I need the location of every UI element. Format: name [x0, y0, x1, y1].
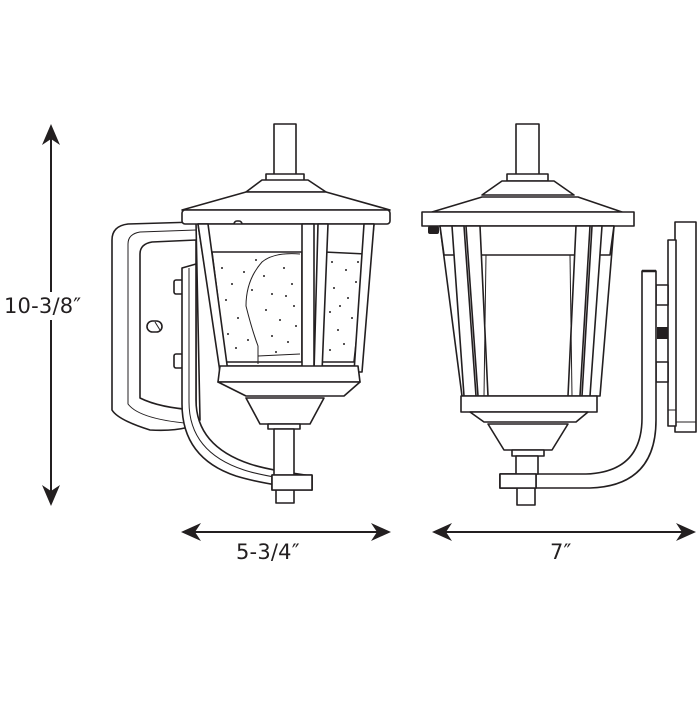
roof-rim [181, 209, 391, 225]
bulb-icon [245, 253, 301, 364]
bottom-stem [273, 428, 295, 476]
bottom-collar [511, 449, 545, 457]
side-view-lantern [111, 123, 391, 504]
arrow-down-icon [42, 485, 60, 506]
side-width-dimension-label: 5-3/4″ [236, 540, 300, 564]
front-width-dimension-label: 7″ [550, 540, 572, 564]
roof-cap [245, 179, 327, 193]
arrow-right-icon [676, 523, 696, 541]
thumb-screw-icon [428, 226, 439, 234]
set-screw-icon [657, 327, 668, 339]
bottom-taper [217, 381, 361, 397]
arrow-up-icon [42, 124, 60, 145]
roof [431, 196, 623, 213]
arm-bracket-front [499, 473, 537, 489]
bottom-stem [515, 455, 539, 475]
arm-bracket-front [271, 474, 313, 491]
top-stem [273, 123, 297, 177]
bottom-taper [469, 411, 589, 423]
height-dimension-label: 10-3/8″ [4, 292, 82, 320]
roof [181, 191, 391, 211]
stem-collar [506, 173, 549, 182]
arrow-right-icon [371, 523, 391, 541]
side-width-dimension-arrow [181, 523, 391, 541]
glass-seed-dots [221, 259, 359, 353]
bottom-finial [275, 489, 295, 504]
mount-knob [655, 284, 669, 306]
arrow-left-icon [181, 523, 201, 541]
bottom-cone [487, 423, 569, 451]
bottom-band [217, 365, 361, 383]
wall-plate-inner-profile [667, 239, 677, 427]
frame-post [353, 223, 375, 373]
frame-post [301, 223, 315, 373]
bottom-cone [245, 397, 325, 425]
screw-icon [146, 320, 163, 333]
mount-knob [655, 361, 669, 383]
roof-cap [481, 180, 575, 196]
front-view-lantern [421, 123, 697, 506]
bottom-finial [516, 487, 536, 506]
arrow-left-icon [432, 523, 452, 541]
roof-rim [421, 211, 635, 227]
front-width-dimension-arrow [432, 523, 696, 541]
bottom-band [460, 395, 598, 413]
wall-plate-profile [674, 221, 697, 433]
top-stem [515, 123, 540, 177]
support-arm [499, 270, 657, 489]
